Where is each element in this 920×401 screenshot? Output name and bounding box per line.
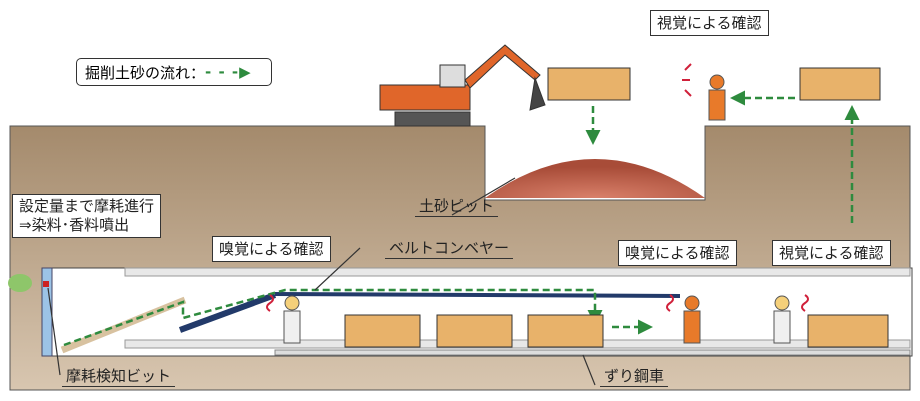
workers bbox=[283, 74, 791, 344]
legend-arrow-icon: - - -▶ bbox=[205, 63, 252, 81]
cutter-face bbox=[41, 267, 53, 357]
label-smell-left: 嗅覚による確認 bbox=[212, 236, 331, 262]
legend: 掘削土砂の流れ： - - -▶ bbox=[76, 58, 272, 86]
wear-progress-line2: ⇒染料･香料噴出 bbox=[19, 216, 130, 234]
label-belt-conveyor: ベルトコンベヤー bbox=[385, 238, 514, 259]
wear-progress-line1: 設定量まで摩耗進行 bbox=[19, 197, 155, 215]
dye-cloud bbox=[8, 274, 32, 292]
label-smell-right: 嗅覚による確認 bbox=[618, 240, 737, 266]
alert-marks bbox=[266, 63, 809, 312]
label-wear-detect-bit: 摩耗検知ビット bbox=[62, 366, 176, 387]
legend-label: 掘削土砂の流れ： bbox=[85, 63, 206, 82]
muck-cars bbox=[344, 67, 889, 348]
label-muck-car: ずり鋼車 bbox=[600, 366, 669, 387]
rail-track bbox=[274, 349, 911, 356]
label-visual-right: 視覚による確認 bbox=[772, 240, 891, 266]
label-soil-pit: 土砂ピット bbox=[415, 196, 499, 217]
label-wear-progress: 設定量まで摩耗進行 ⇒染料･香料噴出 bbox=[12, 194, 162, 238]
excavator bbox=[379, 44, 546, 127]
soil-mound bbox=[485, 159, 705, 198]
belt-conveyor bbox=[274, 292, 681, 298]
wear-detect-bit bbox=[43, 281, 49, 287]
label-visual-top: 視覚による確認 bbox=[650, 10, 769, 36]
